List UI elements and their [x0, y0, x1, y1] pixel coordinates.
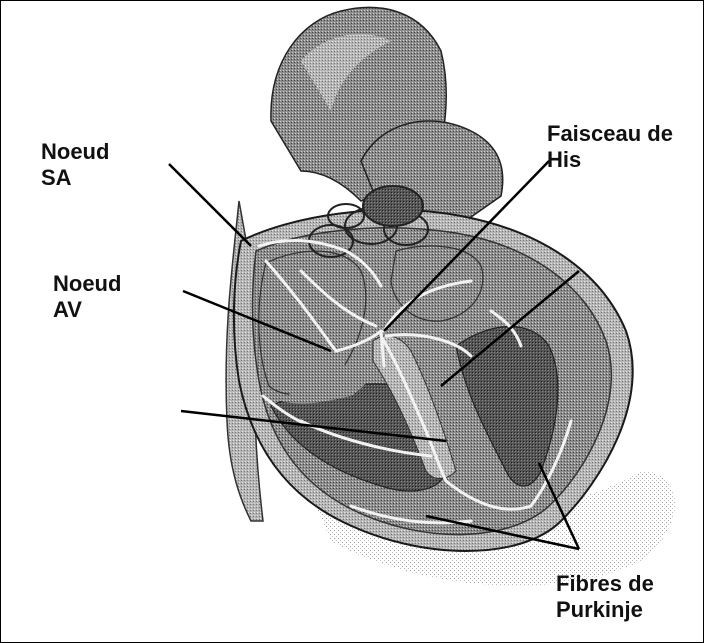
label-purkinje-line-1: Fibres de — [556, 571, 654, 597]
label-his-line-1: Faisceau de — [547, 121, 673, 147]
label-sa-line-2: SA — [41, 165, 109, 191]
label-av-line-2: AV — [53, 297, 121, 323]
label-purkinje-fibers: Fibres de Purkinje — [556, 571, 654, 623]
label-bundle-of-his: Faisceau de His — [547, 121, 673, 173]
label-av-node: Noeud AV — [53, 271, 121, 323]
label-sa-node: Noeud SA — [41, 139, 109, 191]
label-purkinje-line-2: Purkinje — [556, 597, 654, 623]
label-av-line-1: Noeud — [53, 271, 121, 297]
label-his-line-2: His — [547, 147, 673, 173]
label-sa-line-1: Noeud — [41, 139, 109, 165]
